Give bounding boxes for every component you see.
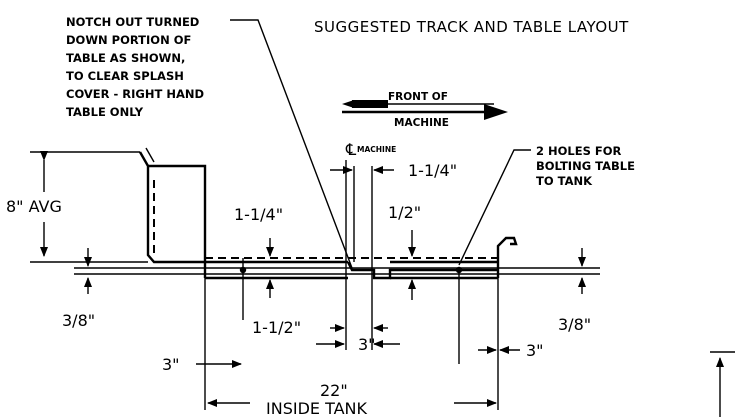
dim-hole-inset-text: 1-1/4" <box>234 205 283 224</box>
dim-center-gap: 1-1/2" <box>252 318 388 337</box>
table-left-flange <box>138 151 348 264</box>
holes-note-line-1: 2 HOLES FOR <box>536 144 622 158</box>
notch-note: NOTCH OUT TURNED DOWN PORTION OF TABLE A… <box>66 15 204 119</box>
dim-thickness-left: 3/8" <box>62 248 95 330</box>
notch-leader <box>230 19 353 269</box>
dim-right-margin-text: 3" <box>526 341 544 360</box>
dim-hole-offset-text: 1/2" <box>388 203 421 222</box>
dim-hole-offset: 1/2" <box>388 203 421 300</box>
notch-note-line-2: DOWN PORTION OF <box>66 33 191 47</box>
holes-note-line-2: BOLTING TABLE <box>536 159 635 173</box>
holes-note-line-3: TO TANK <box>536 174 593 188</box>
partial-dim-right-edge <box>710 351 735 417</box>
notch-note-line-1: NOTCH OUT TURNED <box>66 15 199 29</box>
dim-overall-width-text: 22" <box>320 381 348 400</box>
dim-center-offset-text: 3" <box>358 335 376 354</box>
holes-leader <box>458 149 531 266</box>
centerline-symbol: ℄ <box>345 140 357 159</box>
machine-label: MACHINE <box>394 117 449 129</box>
dim-left-margin: 3" <box>162 278 242 410</box>
dim-right-margin: 3" <box>478 278 544 410</box>
table-left-flange-inner <box>145 147 155 163</box>
dim-center-offset: 3" <box>316 335 400 354</box>
table-notch <box>346 261 498 280</box>
notch-note-line-3: TABLE AS SHOWN, <box>66 51 185 65</box>
dim-overall-label-text: INSIDE TANK <box>266 399 368 417</box>
dim-thickness-right-text: 3/8" <box>558 315 591 334</box>
holes-note: 2 HOLES FOR BOLTING TABLE TO TANK <box>536 144 635 188</box>
notch-note-line-4: TO CLEAR SPLASH <box>66 69 184 83</box>
dim-notch-width-text: 1-1/4" <box>408 161 457 180</box>
dim-hole-inset: 1-1/4" <box>234 205 283 298</box>
front-of-label: FRONT OF <box>388 91 448 103</box>
dim-notch-width: 1-1/4" <box>330 161 457 180</box>
dim-left-margin-text: 3" <box>162 355 180 374</box>
dim-height-avg: 8" AVG <box>6 151 148 263</box>
drawing-title: SUGGESTED TRACK AND TABLE LAYOUT <box>314 18 629 36</box>
notch-note-line-5: COVER - RIGHT HAND <box>66 87 204 101</box>
notch-note-line-6: TABLE ONLY <box>66 105 144 119</box>
left-back-wall <box>148 164 207 278</box>
dim-center-gap-text: 1-1/2" <box>252 318 301 337</box>
table-right-end <box>496 236 518 262</box>
centerline-label: MACHINE <box>357 145 396 154</box>
dim-overall-width: 22" INSIDE TANK <box>207 381 497 417</box>
dim-thickness-left-text: 3/8" <box>62 311 95 330</box>
dim-thickness-right: 3/8" <box>558 248 591 334</box>
front-of-machine-arrow: FRONT OF MACHINE <box>342 91 508 129</box>
dim-height-avg-text: 8" AVG <box>6 197 62 216</box>
